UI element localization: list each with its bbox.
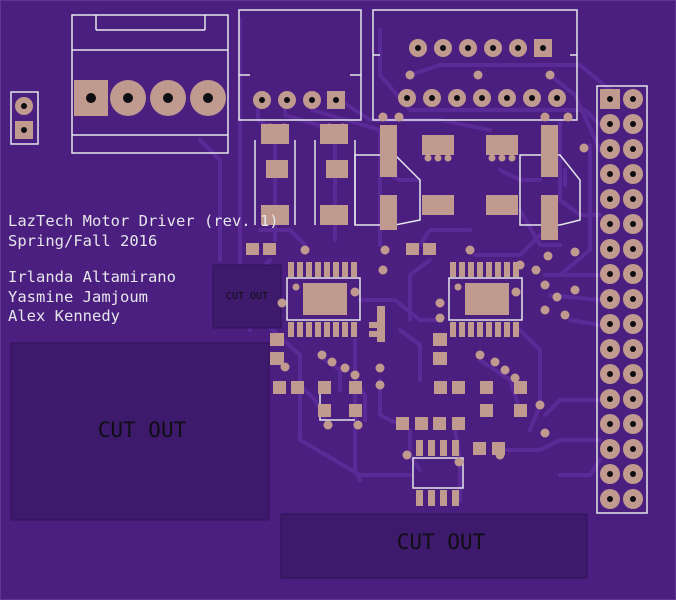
ic-small	[416, 440, 459, 506]
connector-db-outline	[372, 9, 578, 121]
cutout-left: CUT OUT	[10, 342, 270, 521]
connector-4pin-outline	[238, 9, 362, 121]
board-title: LazTech Motor Driver (rev. 1)	[8, 212, 279, 230]
drill-holes	[21, 45, 636, 502]
screw-terminal-outline	[71, 14, 229, 154]
author-1: Irlanda Altamirano	[8, 268, 176, 286]
vias	[266, 70, 589, 467]
trace-layer	[198, 18, 612, 502]
cutout-bottom: CUT OUT	[280, 513, 588, 579]
header-2pin-outline	[10, 91, 39, 145]
ic-driver-2	[450, 262, 519, 337]
silkscreen-text: LazTech Motor Driver (rev. 1) Spring/Fal…	[8, 212, 279, 325]
smd-passives	[246, 243, 527, 455]
ic-driver-1	[288, 262, 357, 337]
board-date: Spring/Fall 2016	[8, 232, 157, 250]
cutout-bottom-label: CUT OUT	[397, 530, 486, 554]
author-2: Yasmine Jamjoum	[8, 288, 148, 306]
author-3: Alex Kennedy	[8, 307, 120, 325]
cutout-small-label: CUT OUT	[226, 291, 268, 302]
header-2x17-outline	[596, 85, 648, 514]
cutout-small: CUT OUT	[212, 264, 282, 329]
cutout-left-label: CUT OUT	[98, 418, 187, 442]
